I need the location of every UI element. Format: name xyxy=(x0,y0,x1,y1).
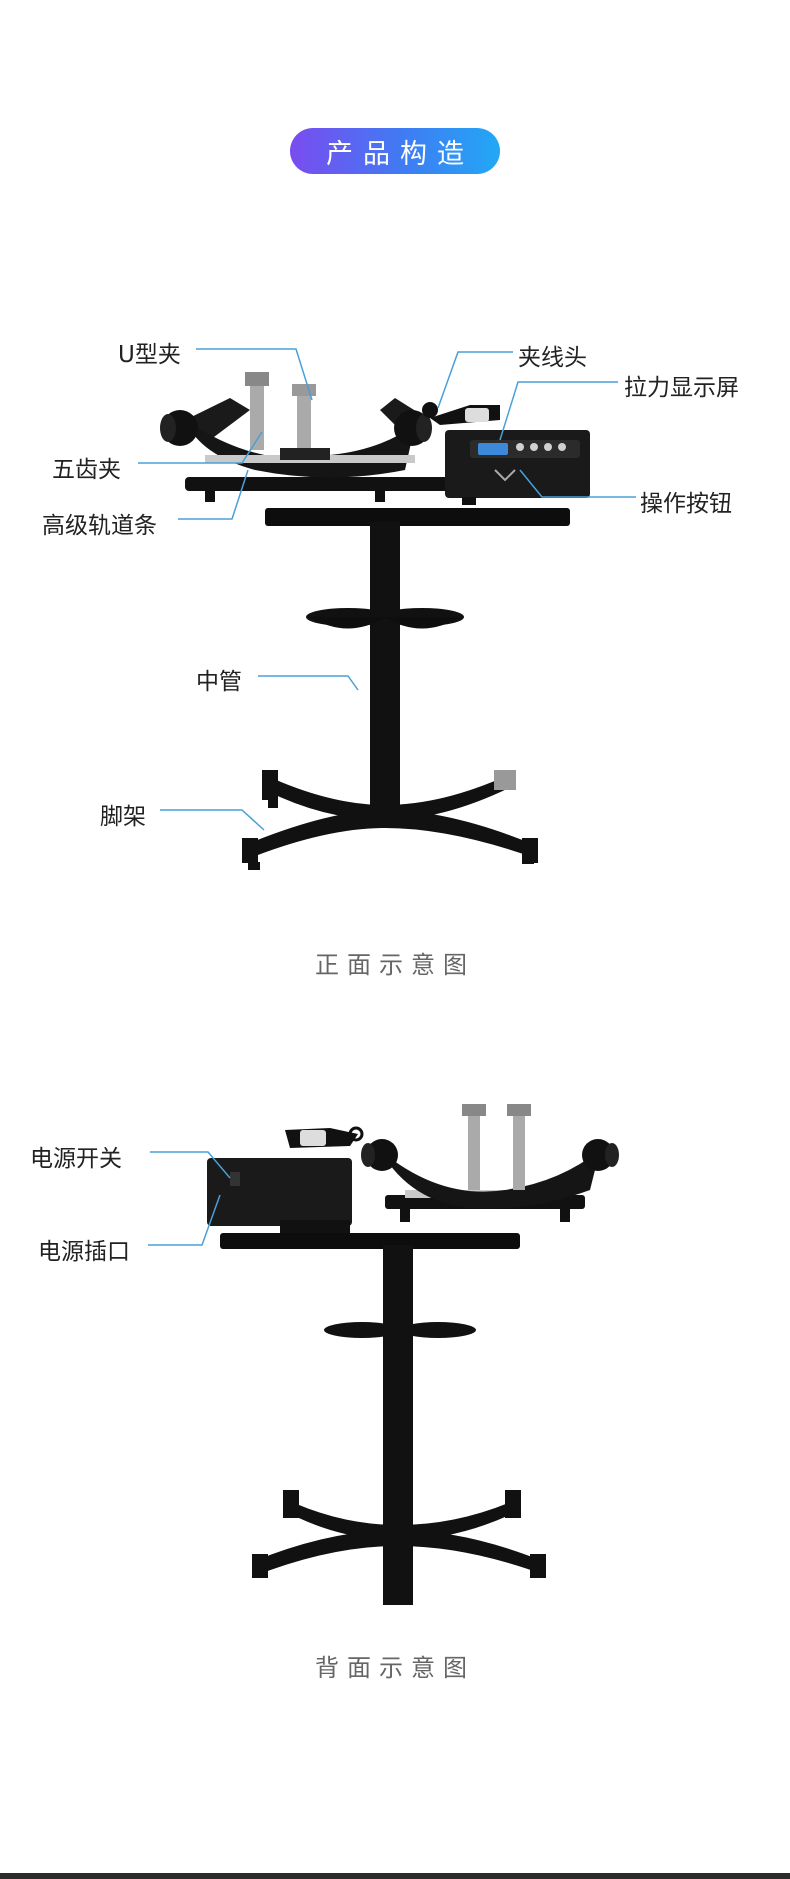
five-tooth-clamp-mount xyxy=(245,372,330,460)
label-tension-display: 拉力显示屏 xyxy=(624,375,739,401)
bottom-divider xyxy=(0,1873,790,1879)
front-view-caption: 正面示意图 xyxy=(315,951,475,979)
label-buttons: 操作按钮 xyxy=(640,491,732,517)
center-tube-shape xyxy=(370,522,400,812)
label-power-port: 电源插口 xyxy=(38,1239,130,1265)
back-turntable-frame xyxy=(361,1104,619,1222)
label-power-switch: 电源开关 xyxy=(30,1146,122,1172)
back-stand-legs xyxy=(252,1490,546,1578)
front-leader-lines xyxy=(138,348,636,831)
crossbar xyxy=(265,508,570,526)
back-leader-lines xyxy=(148,1151,231,1246)
back-view-caption: 背面示意图 xyxy=(315,1654,475,1682)
label-center-tube: 中管 xyxy=(196,669,242,695)
label-u-clamp: U型夹 xyxy=(118,342,181,368)
tension-head xyxy=(422,402,590,505)
label-five-tooth-clamp: 五齿夹 xyxy=(52,457,121,483)
front-view-illustration xyxy=(138,348,636,870)
section-title: 产品构造 xyxy=(326,138,474,170)
label-rail: 高级轨道条 xyxy=(42,513,157,539)
label-string-clamp-head: 夹线头 xyxy=(518,345,587,371)
back-trays xyxy=(324,1322,476,1338)
back-tension-head xyxy=(207,1126,364,1248)
accessory-trays xyxy=(306,608,464,629)
stand-legs xyxy=(242,770,538,870)
back-crossbar xyxy=(220,1233,520,1249)
section-title-pill: 产品构造 xyxy=(290,128,500,174)
label-stand: 脚架 xyxy=(100,804,146,830)
